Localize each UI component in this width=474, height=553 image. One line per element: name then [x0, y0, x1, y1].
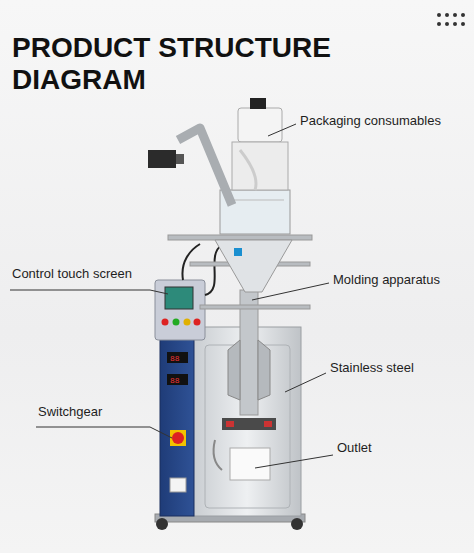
- svg-text:88: 88: [170, 376, 180, 385]
- part-label: Packaging consumables: [300, 113, 441, 129]
- part-label: Outlet: [337, 440, 372, 456]
- part-label: Switchgear: [38, 404, 102, 420]
- menu-dots: [437, 13, 465, 26]
- leader-lines: [10, 124, 333, 468]
- part-label: Stainless steel: [330, 360, 414, 376]
- part-label: Control touch screen: [12, 266, 132, 282]
- svg-text:88: 88: [170, 354, 180, 363]
- part-label: Molding apparatus: [333, 272, 440, 288]
- diagram-title: PRODUCT STRUCTURE DIAGRAM: [12, 32, 342, 96]
